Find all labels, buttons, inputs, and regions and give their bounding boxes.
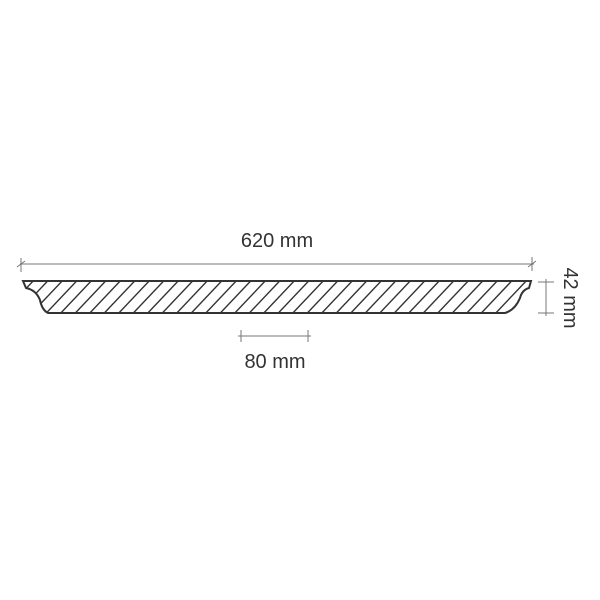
height-dimension-line (538, 279, 554, 316)
hatch-line (303, 281, 342, 313)
hatch-line (202, 281, 240, 313)
hatch-line (158, 281, 197, 313)
hatch-line (245, 281, 284, 313)
hatch-line (216, 281, 255, 313)
module-dimension-line (238, 330, 311, 342)
hatch-line (129, 281, 168, 313)
hatch-line (492, 281, 530, 313)
hatch-line (332, 281, 371, 313)
hatch-line (231, 281, 269, 313)
hatch-line (86, 281, 124, 313)
height-label: 42 mm (559, 267, 581, 328)
hatch-line (23, 281, 37, 313)
length-dimension-line (16, 257, 537, 272)
hatch-line (144, 281, 182, 313)
hatch-line (463, 281, 501, 313)
hatch-line (405, 281, 443, 313)
hatch-line (477, 281, 516, 313)
hatch-line (28, 281, 66, 313)
hatch-line (419, 281, 458, 313)
hatch-line (521, 281, 531, 313)
module-label: 80 mm (244, 351, 305, 373)
hatch-line (448, 281, 487, 313)
hatch-line (115, 281, 153, 313)
hatch-line (347, 281, 385, 313)
hatch-line (376, 281, 414, 313)
hatch-line (260, 281, 298, 313)
hatch-line (289, 281, 327, 313)
length-label: 620 mm (241, 230, 313, 252)
hatch-line (100, 281, 139, 313)
hatch-line (390, 281, 429, 313)
hatch-line (173, 281, 211, 313)
hatch-line (42, 281, 81, 313)
hatch-line (506, 281, 531, 313)
hatch-line (274, 281, 313, 313)
hatch-line (434, 281, 472, 313)
hatch-line (187, 281, 226, 313)
hatch-pattern (23, 281, 531, 313)
molding-profile-outline (21, 280, 533, 314)
hatch-line (361, 281, 400, 313)
hatch-line (318, 281, 356, 313)
hatch-line (57, 281, 95, 313)
hatch-line (71, 281, 110, 313)
